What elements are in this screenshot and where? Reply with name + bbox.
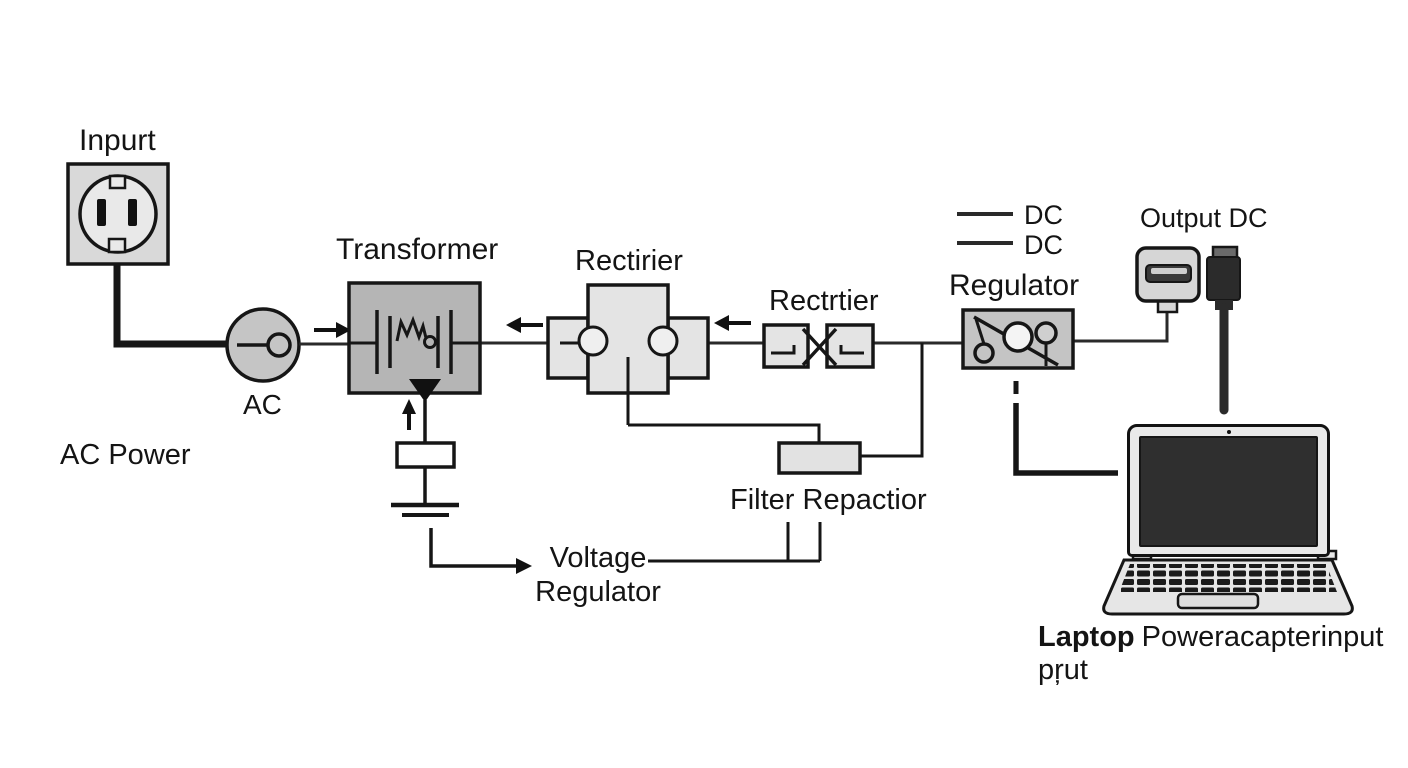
power-cord: [113, 264, 229, 348]
flow-arrow-left-icon: [506, 317, 543, 333]
regulator-label: Regulator: [949, 269, 1080, 302]
capacitor-icon: [395, 441, 456, 469]
regulator-icon: [961, 308, 1075, 370]
ground-icon: [391, 502, 459, 517]
rail-to-filter-wire: [860, 343, 924, 458]
ac-source-icon: [225, 307, 301, 383]
ac-label: AC: [243, 389, 282, 420]
legend-dc-label-2: DC: [1024, 230, 1063, 260]
rectifier-to-filter-wire: [628, 423, 821, 443]
output-dc-label: Output DC: [1140, 203, 1268, 233]
regulator-to-laptop-wire: [1013, 381, 1118, 476]
filter-label: Filter Repactior: [730, 484, 927, 516]
main-rail-wires: [299, 312, 1169, 346]
ac-outlet-icon: [66, 162, 170, 266]
rectifier-label: Rectirier: [575, 245, 683, 277]
transformer-icon: [347, 281, 482, 395]
ac-power-label: AC Power: [60, 439, 191, 471]
filter-to-voltage-wires: [648, 522, 822, 563]
voltage-regulator-line1: Voltage: [549, 542, 647, 574]
legend-dc-label-1: DC: [1024, 200, 1063, 230]
dc-adapter-port-icon: [1135, 246, 1201, 314]
dc-legend: [957, 212, 1013, 245]
x-rectifier-icon: [762, 323, 875, 369]
dc-plug-icon: [1206, 245, 1241, 415]
bridge-rectifier-icon: [546, 283, 710, 425]
laptop-trackpad: [1176, 592, 1260, 610]
laptop-lid: [1127, 424, 1330, 557]
down-triangle-icon: [409, 379, 441, 402]
laptop-icon: [1102, 549, 1354, 616]
feedback-arrow-up-icon: [402, 399, 416, 430]
flow-arrow-right-icon: [314, 322, 351, 338]
voltage-regulator-line2: Regulator: [535, 576, 661, 608]
input-label: Inpurt: [79, 124, 156, 157]
laptop-caption-bold: Laptop: [1038, 621, 1135, 653]
feedback-branch: [391, 379, 532, 574]
flow-arrow-left-icon: [714, 315, 751, 331]
filter-icon: [777, 441, 862, 475]
rectifier2-label: Rectrtier: [769, 285, 879, 317]
transformer-label: Transformer: [336, 233, 499, 266]
laptop-webcam-icon: [1226, 430, 1231, 434]
voltage-regulator-arrow-icon: [429, 528, 532, 574]
laptop-caption-rest: Poweracapterinput pŗut: [1038, 621, 1384, 686]
laptop-screen: [1139, 436, 1318, 547]
laptop-keyboard: [1119, 564, 1337, 592]
voltage-regulator-label: Voltage Regulator: [533, 541, 663, 609]
